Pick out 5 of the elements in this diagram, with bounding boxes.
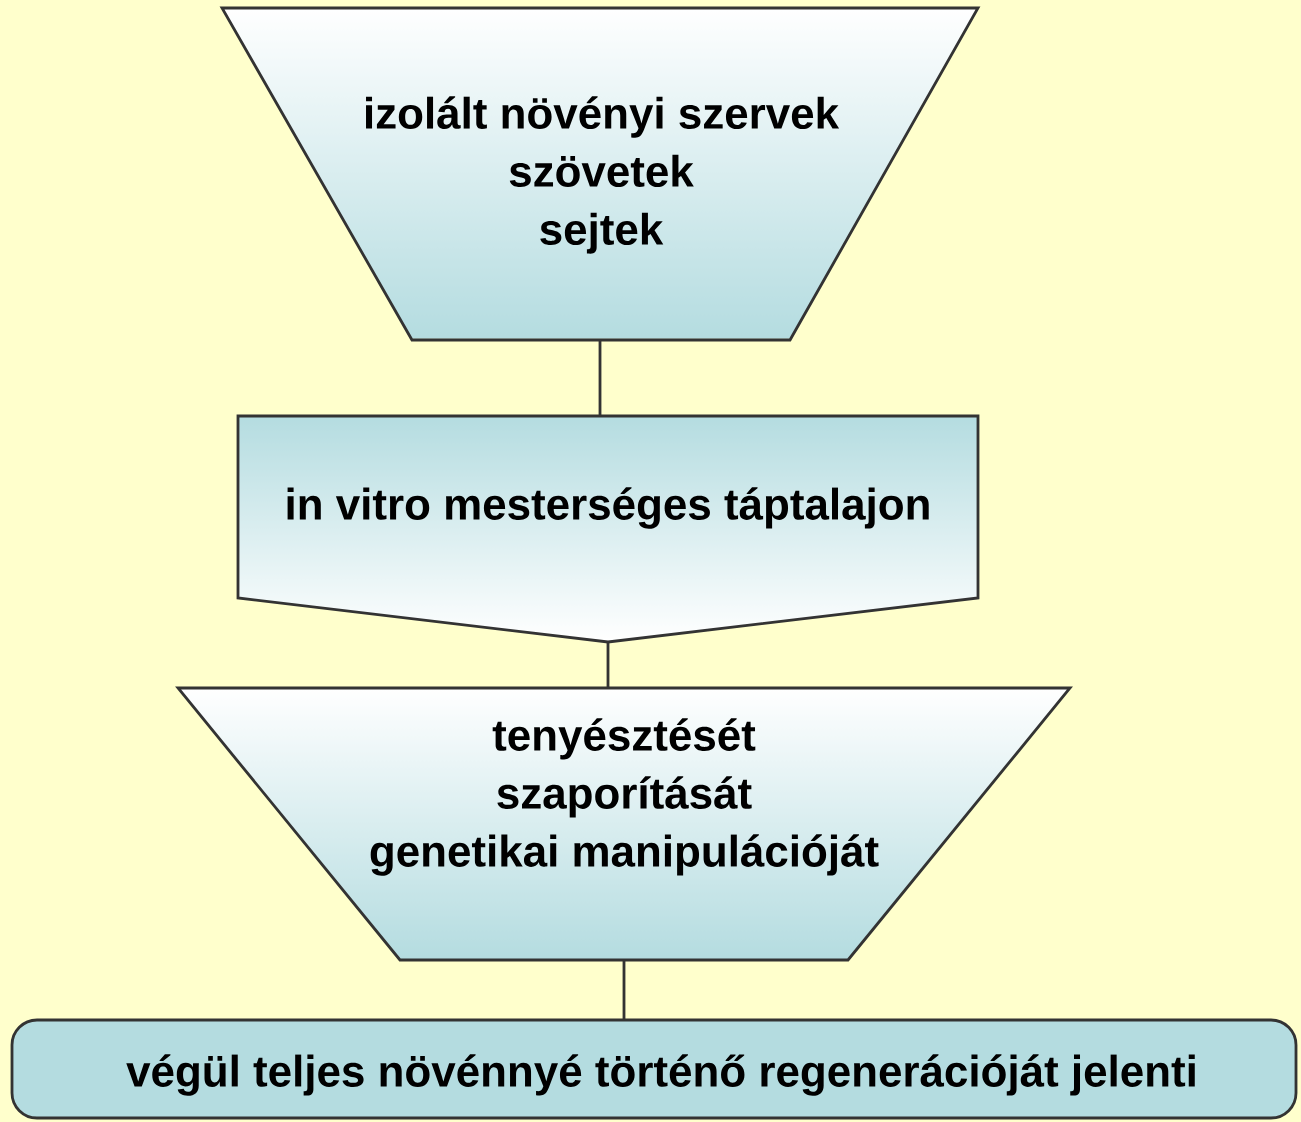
rounded-box: végül teljes növénnyé történő regenerációját jelenti	[10, 1018, 1298, 1120]
pentagon-box: in vitro mesterséges táptalajon	[236, 414, 980, 644]
connector-line	[622, 960, 626, 1020]
connector-line	[606, 642, 610, 688]
connector-line	[598, 340, 602, 416]
